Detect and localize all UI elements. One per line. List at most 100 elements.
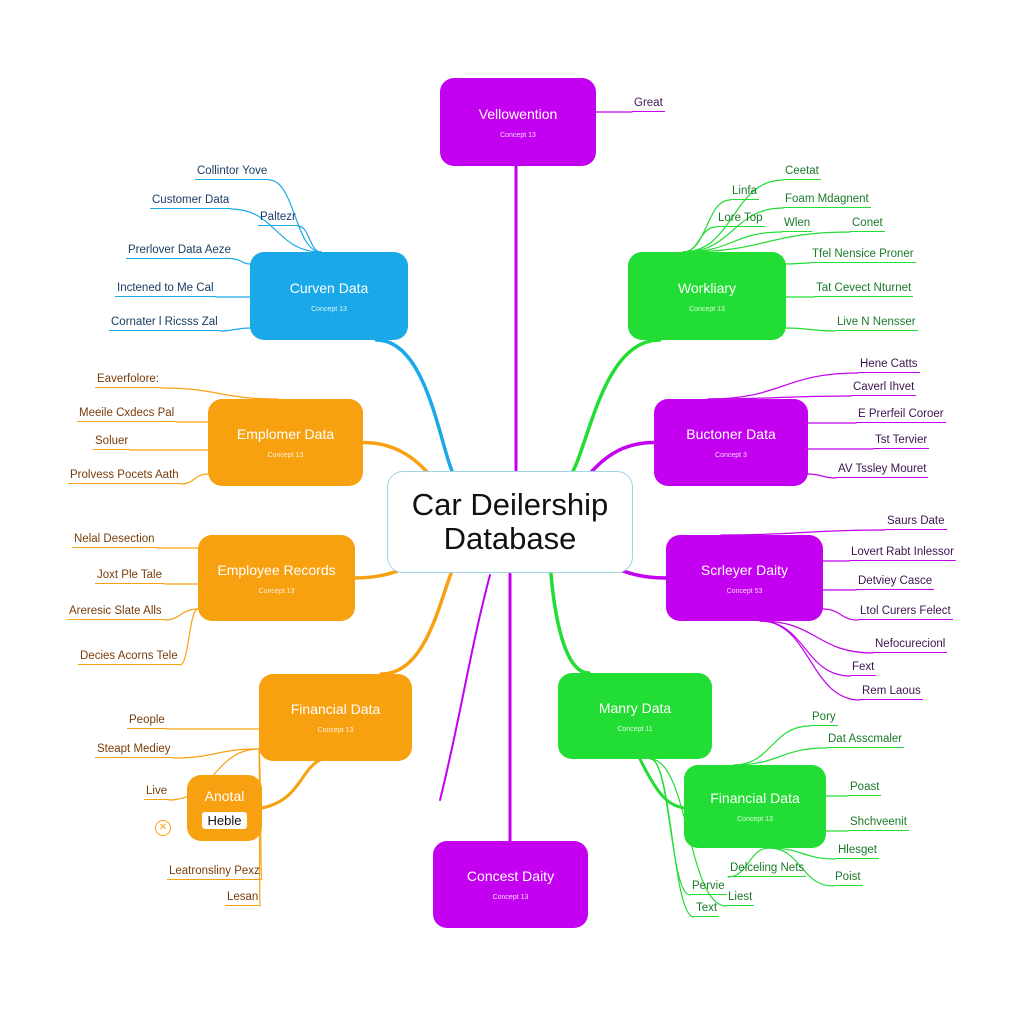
leaf-item[interactable]: Pory bbox=[810, 710, 838, 726]
connector-line bbox=[374, 338, 472, 486]
leaf-item[interactable]: Paltezr bbox=[258, 210, 298, 226]
topic-label: Curven Data bbox=[289, 279, 369, 296]
leaf-item[interactable]: Lesan bbox=[225, 890, 261, 906]
leaf-item[interactable]: Nefocurecionl bbox=[873, 637, 948, 653]
leaf-item[interactable]: Delceling Nets bbox=[728, 861, 807, 877]
connector-line bbox=[807, 473, 837, 479]
topic-subtitle: Concept 3 bbox=[715, 452, 747, 459]
connector-line bbox=[232, 258, 251, 265]
topic-label: Scrleyer Daity bbox=[700, 561, 789, 578]
leaf-item[interactable]: Tst Tervier bbox=[873, 433, 930, 449]
connector-line bbox=[682, 226, 717, 253]
leaf-item[interactable]: Joxt Ple Tale bbox=[95, 568, 164, 584]
leaf-item[interactable]: Rem Laous bbox=[860, 684, 923, 700]
leaf-item[interactable]: Eaverfolore: bbox=[95, 372, 162, 388]
close-badge-icon[interactable]: ✕ bbox=[155, 820, 171, 836]
connector-line bbox=[759, 620, 874, 654]
connector-line bbox=[179, 608, 199, 666]
leaf-item[interactable]: Ceetat bbox=[783, 164, 821, 180]
leaf-item[interactable]: Collintor Yove bbox=[195, 164, 270, 180]
connector-line bbox=[548, 338, 662, 486]
leaf-item[interactable]: Liest bbox=[726, 890, 755, 906]
topic-label: Emplomer Data bbox=[236, 426, 335, 442]
leaf-item[interactable]: Leatronsliny Pexz bbox=[167, 864, 262, 880]
connector-line bbox=[682, 179, 784, 253]
leaf-item[interactable]: Wlen bbox=[782, 216, 813, 232]
connector-line bbox=[682, 231, 851, 253]
leaf-item[interactable]: Customer Data bbox=[150, 193, 232, 209]
leaf-item[interactable]: Great bbox=[632, 96, 665, 112]
topic-subtitle: Concept 13 bbox=[737, 816, 773, 823]
central-topic[interactable]: Car Deilership Database bbox=[387, 471, 633, 573]
leaf-item[interactable]: Text bbox=[694, 901, 720, 917]
leaf-item[interactable]: Linfa bbox=[730, 184, 759, 200]
topic-label: Anotal bbox=[204, 787, 245, 804]
topic-subtitle: Concept 13 bbox=[258, 587, 295, 595]
topic-label: Financial Data bbox=[710, 790, 800, 806]
leaf-item[interactable]: Conet bbox=[850, 216, 885, 232]
leaf-item[interactable]: E Prerfeil Coroer bbox=[856, 407, 946, 423]
leaf-item[interactable]: Saurs Date bbox=[885, 514, 947, 530]
connector-line bbox=[638, 757, 686, 810]
leaf-item[interactable]: Prerlover Data Aeze bbox=[126, 243, 233, 259]
topic-subtitle: Concept 13 bbox=[317, 727, 354, 734]
connector-line bbox=[163, 608, 199, 621]
leaf-item[interactable]: Cornater l Ricsss Zal bbox=[109, 315, 220, 331]
connector-line bbox=[682, 207, 784, 253]
connector-line bbox=[733, 747, 827, 766]
leaf-item[interactable]: Tfel Nensice Proner bbox=[810, 247, 916, 263]
leaf-item[interactable]: Steapt Mediey bbox=[95, 742, 173, 758]
leaf-item[interactable]: Prolvess Pocets Aath bbox=[68, 468, 181, 484]
leaf-item[interactable]: Live bbox=[144, 784, 170, 800]
leaf-item[interactable]: Lore Top bbox=[716, 211, 765, 227]
leaf-item[interactable]: Tat Cevect Nturnet bbox=[814, 281, 914, 297]
leaf-item[interactable]: Areresic Slate Alls bbox=[67, 604, 164, 620]
leaf-item[interactable]: Nelal Desection bbox=[72, 532, 157, 548]
topic-label: Financial Data bbox=[290, 701, 381, 717]
leaf-item[interactable]: Poast bbox=[848, 780, 882, 796]
leaf-item[interactable]: Detviey Casce bbox=[856, 574, 935, 590]
leaf-item[interactable]: Decies Acorns Tele bbox=[78, 649, 180, 665]
leaf-item[interactable]: Foam Mdagnent bbox=[783, 192, 871, 208]
leaf-item[interactable]: Live N Nensser bbox=[835, 315, 918, 331]
leaf-item[interactable]: Meeile Cxdecs Pal bbox=[77, 406, 177, 422]
connector-line bbox=[707, 395, 852, 400]
leaf-item[interactable]: Hene Catts bbox=[858, 357, 920, 373]
topic-subtitle: Concept 13 bbox=[267, 452, 304, 459]
connector-line bbox=[785, 327, 836, 332]
leaf-item[interactable]: Pervie bbox=[690, 879, 727, 895]
leaf-item[interactable]: People bbox=[127, 713, 167, 729]
leaf-item[interactable]: Soluer bbox=[93, 434, 131, 450]
leaf-item[interactable]: Caverl Ihvet bbox=[851, 380, 917, 396]
connector-line bbox=[768, 847, 834, 887]
connector-line bbox=[822, 608, 859, 621]
leaf-item[interactable]: Hlesget bbox=[836, 843, 879, 859]
topic-subtitle: Concept 13 bbox=[492, 894, 529, 901]
leaf-item[interactable]: Inctened to Me Cal bbox=[115, 281, 216, 297]
leaf-item[interactable]: Dat Asscmaler bbox=[826, 732, 905, 748]
connector-line bbox=[379, 556, 472, 676]
leaf-item[interactable]: Ltol Curers Felect bbox=[858, 604, 953, 620]
leaf-item[interactable]: Fext bbox=[850, 660, 877, 676]
topic-subtitle: Concept 13 bbox=[689, 305, 725, 313]
topic-label: Workliary bbox=[677, 279, 737, 296]
connector-line bbox=[720, 529, 886, 536]
leaf-item[interactable]: AV Tssley Mouret bbox=[836, 462, 929, 478]
connector-line bbox=[768, 847, 837, 860]
leaf-item[interactable]: Lovert Rabt Inlessor bbox=[849, 545, 956, 561]
leaf-item[interactable]: Shchveenit bbox=[848, 815, 909, 831]
leaf-item[interactable]: Poist bbox=[833, 870, 863, 886]
